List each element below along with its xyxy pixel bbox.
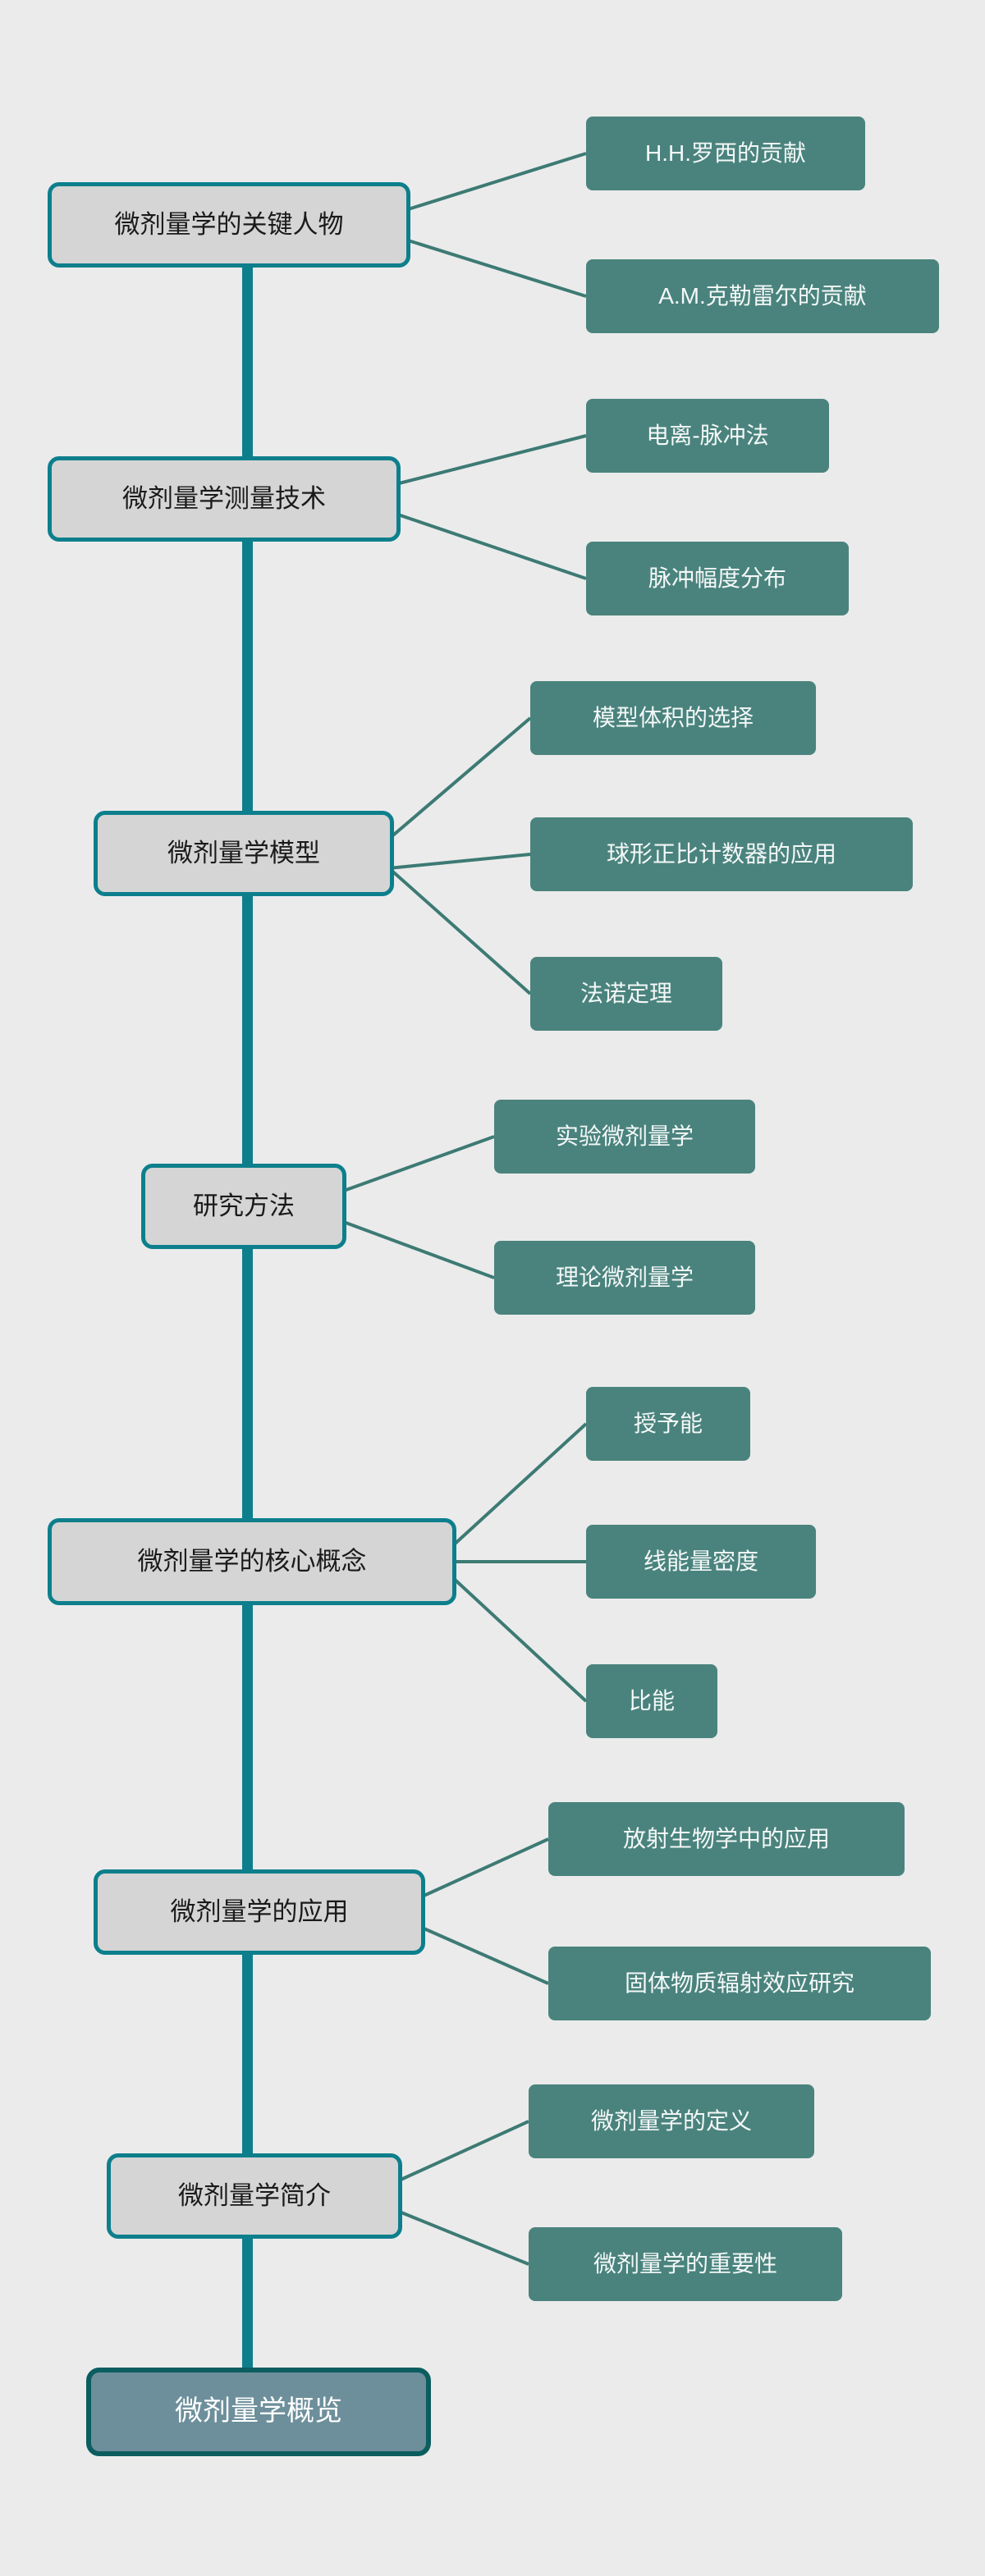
branch-node-research-methods-label: 研究方法 xyxy=(193,1191,295,1220)
connector-measurement-techniques-1 xyxy=(395,512,587,580)
connector-research-methods-0 xyxy=(341,1135,495,1193)
branch-node-introduction-label: 微剂量学简介 xyxy=(178,2180,331,2210)
leaf-node-measurement-techniques-0[interactable]: 电离-脉冲法 xyxy=(586,399,829,473)
leaf-node-models-1[interactable]: 球形正比计数器的应用 xyxy=(530,817,913,891)
leaf-node-measurement-techniques-1-label: 脉冲幅度分布 xyxy=(648,565,786,591)
root-node-label: 微剂量学概览 xyxy=(175,2395,342,2427)
leaf-node-research-methods-1[interactable]: 理论微剂量学 xyxy=(494,1241,755,1315)
leaf-node-core-concepts-1-label: 线能量密度 xyxy=(643,1548,758,1574)
leaf-node-measurement-techniques-0-label: 电离-脉冲法 xyxy=(646,422,769,448)
connector-introduction-1 xyxy=(396,2209,529,2266)
leaf-node-key-figures-0[interactable]: H.H.罗西的贡献 xyxy=(586,117,865,190)
connector-applications-1 xyxy=(419,1925,549,1985)
branch-node-applications-label: 微剂量学的应用 xyxy=(170,1897,349,1926)
leaf-node-core-concepts-0[interactable]: 授予能 xyxy=(586,1387,750,1461)
leaf-node-research-methods-1-label: 理论微剂量学 xyxy=(555,1264,694,1290)
leaf-node-applications-1-label: 固体物质辐射效应研究 xyxy=(624,1970,854,1996)
leaf-node-models-2[interactable]: 法诺定理 xyxy=(530,957,722,1031)
branch-node-core-concepts-label: 微剂量学的核心概念 xyxy=(137,1546,367,1576)
leaf-node-measurement-techniques-1[interactable]: 脉冲幅度分布 xyxy=(586,542,849,615)
leaf-node-introduction-1[interactable]: 微剂量学的重要性 xyxy=(529,2227,842,2301)
leaf-node-applications-1[interactable]: 固体物质辐射效应研究 xyxy=(548,1947,931,2020)
connector-models-1 xyxy=(388,853,531,870)
connector-key-figures-0 xyxy=(405,152,587,212)
connector-introduction-0 xyxy=(396,2120,529,2183)
connector-models-0 xyxy=(387,716,532,840)
branch-node-research-methods[interactable]: 研究方法 xyxy=(141,1164,346,1249)
leaf-node-introduction-0[interactable]: 微剂量学的定义 xyxy=(529,2084,814,2158)
leaf-node-models-0-label: 模型体积的选择 xyxy=(592,704,754,730)
leaf-node-key-figures-1[interactable]: A.M.克勒雷尔的贡献 xyxy=(586,259,939,333)
branch-node-measurement-techniques[interactable]: 微剂量学测量技术 xyxy=(48,456,401,542)
connector-key-figures-1 xyxy=(405,238,587,298)
branch-node-models[interactable]: 微剂量学模型 xyxy=(94,811,394,896)
leaf-node-core-concepts-2[interactable]: 比能 xyxy=(586,1664,717,1738)
leaf-node-models-0[interactable]: 模型体积的选择 xyxy=(530,681,816,755)
leaf-node-applications-0[interactable]: 放射生物学中的应用 xyxy=(548,1802,905,1876)
leaf-node-key-figures-1-label: A.M.克勒雷尔的贡献 xyxy=(658,282,867,309)
connector-applications-0 xyxy=(419,1837,549,1899)
connector-measurement-techniques-0 xyxy=(395,434,587,486)
connector-models-2 xyxy=(387,867,532,995)
branch-node-key-figures[interactable]: 微剂量学的关键人物 xyxy=(48,182,410,268)
branch-node-models-label: 微剂量学模型 xyxy=(167,838,320,867)
connector-core-concepts-0 xyxy=(450,1422,588,1549)
leaf-node-applications-0-label: 放射生物学中的应用 xyxy=(622,1825,830,1851)
root-node[interactable]: 微剂量学概览 xyxy=(86,2368,431,2456)
leaf-node-research-methods-0-label: 实验微剂量学 xyxy=(555,1123,694,1149)
leaf-node-introduction-0-label: 微剂量学的定义 xyxy=(590,2107,752,2134)
branch-node-applications[interactable]: 微剂量学的应用 xyxy=(94,1869,425,1955)
leaf-node-core-concepts-2-label: 比能 xyxy=(628,1687,675,1714)
leaf-node-key-figures-0-label: H.H.罗西的贡献 xyxy=(644,140,806,166)
leaf-node-models-2-label: 法诺定理 xyxy=(580,980,672,1006)
branch-node-core-concepts[interactable]: 微剂量学的核心概念 xyxy=(48,1518,456,1605)
connector-core-concepts-2 xyxy=(450,1575,588,1703)
leaf-node-core-concepts-0-label: 授予能 xyxy=(633,1410,703,1436)
branch-node-introduction[interactable]: 微剂量学简介 xyxy=(107,2153,402,2239)
connector-research-methods-1 xyxy=(341,1219,495,1279)
leaf-node-introduction-1-label: 微剂量学的重要性 xyxy=(593,2250,777,2276)
leaf-node-models-1-label: 球形正比计数器的应用 xyxy=(606,840,836,867)
branch-node-key-figures-label: 微剂量学的关键人物 xyxy=(114,209,344,239)
leaf-node-research-methods-0[interactable]: 实验微剂量学 xyxy=(494,1100,755,1174)
leaf-node-core-concepts-1[interactable]: 线能量密度 xyxy=(586,1525,816,1599)
branch-node-measurement-techniques-label: 微剂量学测量技术 xyxy=(122,483,326,513)
